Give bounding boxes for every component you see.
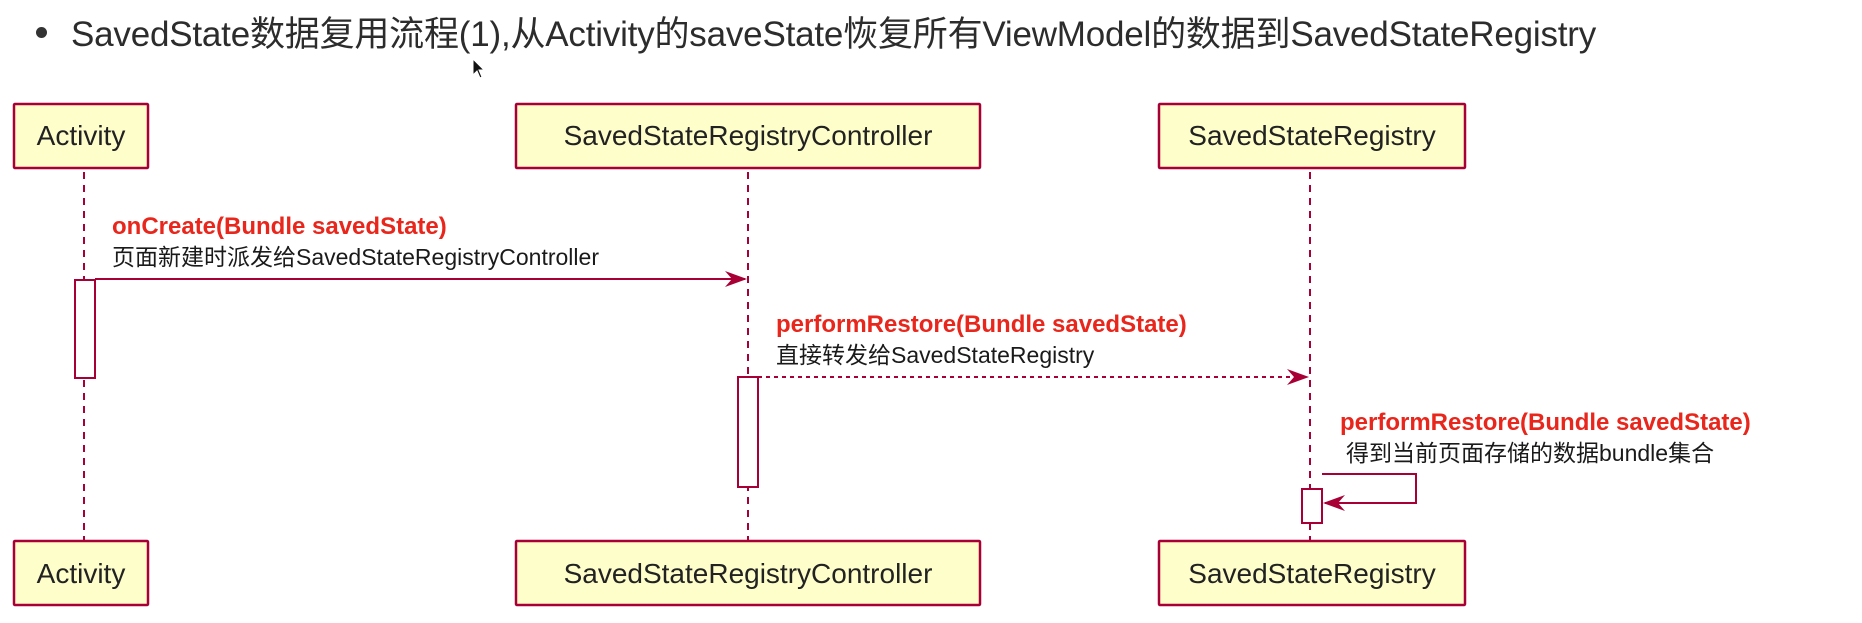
participant-controller-bottom: SavedStateRegistryController xyxy=(514,539,982,607)
message-perform-restore-self-desc: 得到当前页面存储的数据bundle集合 xyxy=(1346,440,1714,466)
message-oncreate-title: onCreate(Bundle savedState) xyxy=(112,213,447,240)
message-perform-restore-forward: performRestore(Bundle savedState) 直接转发给S… xyxy=(758,311,1309,385)
participant-registry-bottom-label: SavedStateRegistry xyxy=(1188,558,1435,589)
participant-controller-bottom-label: SavedStateRegistryController xyxy=(564,558,933,589)
bullet-heading: SavedState数据复用流程(1),从Activity的saveState恢… xyxy=(36,6,1596,57)
activation-bar-controller xyxy=(737,376,759,488)
message-oncreate: onCreate(Bundle savedState) 页面新建时派发给Save… xyxy=(95,213,747,287)
message-perform-restore-forward-desc: 直接转发给SavedStateRegistry xyxy=(776,342,1095,368)
activation-bar-activity xyxy=(74,279,96,379)
message-perform-restore-self: performRestore(Bundle savedState) 得到当前页面… xyxy=(1322,409,1751,511)
message-perform-restore-self-arrow xyxy=(1322,473,1417,511)
participant-activity-top: Activity xyxy=(12,102,150,170)
message-perform-restore-self-title: performRestore(Bundle savedState) xyxy=(1340,409,1751,436)
message-perform-restore-forward-title: performRestore(Bundle savedState) xyxy=(776,311,1187,338)
participant-registry-top: SavedStateRegistry xyxy=(1157,102,1467,170)
activation-bar-registry xyxy=(1301,488,1323,524)
bullet-dot-icon xyxy=(36,27,47,39)
message-oncreate-desc: 页面新建时派发给SavedStateRegistryController xyxy=(112,244,599,270)
participant-activity-bottom-label: Activity xyxy=(37,558,126,589)
participant-controller-top: SavedStateRegistryController xyxy=(514,102,982,170)
participant-activity-bottom: Activity xyxy=(12,539,150,607)
participant-controller-label: SavedStateRegistryController xyxy=(564,120,933,151)
participant-activity-label: Activity xyxy=(37,120,126,151)
mouse-pointer-icon xyxy=(472,58,486,79)
participant-registry-label: SavedStateRegistry xyxy=(1188,120,1435,151)
participant-registry-bottom: SavedStateRegistry xyxy=(1157,539,1467,607)
bullet-heading-text: SavedState数据复用流程(1),从Activity的saveState恢… xyxy=(71,15,1597,54)
